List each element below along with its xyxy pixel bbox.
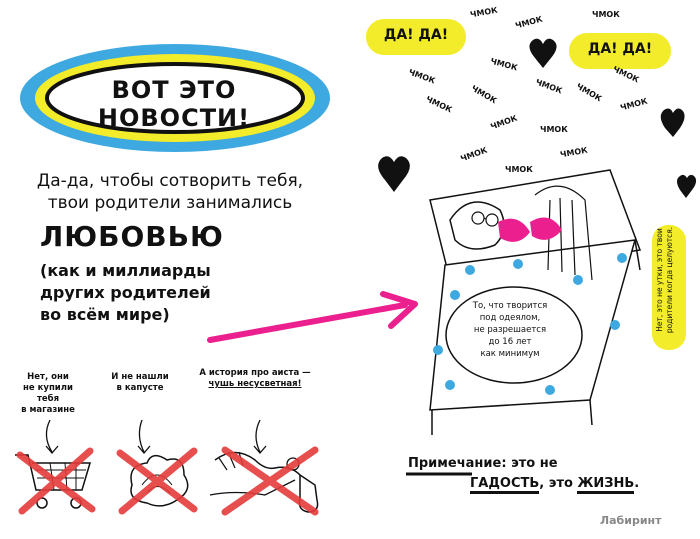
pink-arrow <box>207 291 418 343</box>
kiss-word: ЧМОК <box>489 56 519 73</box>
kiss-word: ЧМОК <box>407 67 437 86</box>
kiss-word: ЧМОК <box>534 77 564 96</box>
labirint-logo: Лабиринт <box>600 514 662 527</box>
side-note-line: родители когда целуются. <box>665 226 674 334</box>
cabbage-icon <box>116 447 198 515</box>
intro-line-4: других родителей <box>40 283 211 302</box>
caption-shop-line: не купили <box>23 383 73 393</box>
caption-shop-line: в магазине <box>21 405 75 415</box>
intro-text: Да-да, чтобы сотворить тебя, твои родите… <box>20 170 320 214</box>
bed-illustration <box>429 169 642 435</box>
kiss-word: ЧМОК <box>559 145 589 160</box>
caption-shop: Нет, они не купили тебя в магазине <box>8 372 88 416</box>
footnote-end: . <box>634 476 640 491</box>
kiss-word: ЧМОК <box>469 5 499 20</box>
caption-arrows <box>45 419 267 454</box>
kiss-word: ЧМОК <box>514 14 544 31</box>
footnote-word-life: ЖИЗНЬ <box>577 476 635 494</box>
caption-cabbage: И не нашли в капусте <box>100 372 180 394</box>
kiss-word: ЧМОК <box>619 96 649 113</box>
caption-stork-line: чушь несусветная! <box>208 379 302 389</box>
pillow-note-line: до 16 лет <box>488 337 532 347</box>
kiss-word: ЧМОК <box>469 83 499 106</box>
caption-cabbage-line: в капусте <box>116 383 164 393</box>
kiss-word: ЧМОК <box>424 94 454 115</box>
caption-stork-line: А история про аиста — <box>199 368 311 378</box>
kiss-word: ЧМОК <box>489 113 519 132</box>
caption-stork: А история про аиста — чушь несусветная! <box>190 368 320 390</box>
footnote-underline <box>406 472 472 476</box>
footnote-middle: , это <box>539 476 578 491</box>
side-note: Нет, это не утки, это твои родители когд… <box>655 205 675 355</box>
intro-line-2: твои родители занимались <box>47 193 293 213</box>
intro-line-5: во всём мире) <box>40 305 170 324</box>
title-badge-shape <box>20 44 330 152</box>
shopping-cart-icon <box>15 447 96 515</box>
caption-shop-line: тебя <box>36 394 60 404</box>
kiss-word: ЧМОК <box>592 10 620 19</box>
stork-icon <box>209 446 319 516</box>
yes-bubble-right <box>569 33 671 69</box>
footnote-word-filth: ГАДОСТЬ <box>470 476 540 494</box>
caption-cabbage-line: И не нашли <box>111 372 169 382</box>
intro-line-3: (как и миллиарды <box>40 261 211 280</box>
yes-bubble-left-text: ДА! ДА! <box>383 27 449 43</box>
pillow-note-line: под одеялом, <box>479 313 541 323</box>
side-note-line: Нет, это не утки, это твои <box>655 228 664 332</box>
page-title: ВОТ ЭТО НОВОСТИ! <box>97 76 251 132</box>
pillow-note-line: То, что творится <box>472 301 548 311</box>
pillow-note: То, что творится под одеялом, не разреша… <box>455 300 565 360</box>
yes-bubble-right-text: ДА! ДА! <box>587 41 653 57</box>
intro-line-1: Да-да, чтобы сотворить тебя, <box>36 171 304 191</box>
intro-aside: (как и миллиарды других родителей во всё… <box>40 260 290 326</box>
footnote-prefix: Примечание: это не <box>408 456 558 471</box>
caption-shop-line: Нет, они <box>27 372 69 382</box>
kiss-word: ЧМОК <box>540 125 568 134</box>
side-note-badge <box>652 225 686 350</box>
intro-love-word: ЛЮБОВЬЮ <box>40 220 224 253</box>
pillow-note-line: не разрешается <box>473 325 547 335</box>
footnote-main: ГАДОСТЬ, это ЖИЗНЬ. <box>470 476 640 494</box>
yes-bubble-left <box>366 19 466 55</box>
kiss-word: ЧМОК <box>505 165 533 174</box>
kiss-word: ЧМОК <box>574 81 604 104</box>
pillow-note-line: как минимум <box>480 349 540 359</box>
